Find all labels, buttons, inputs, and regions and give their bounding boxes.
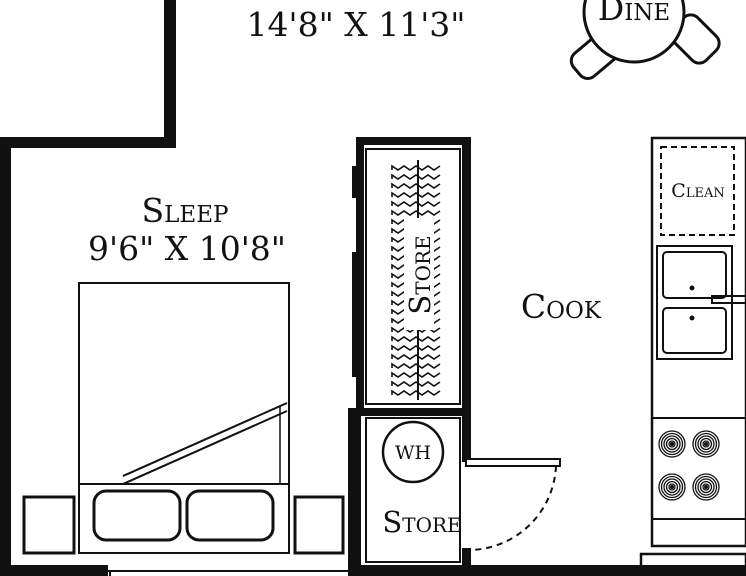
sink-drain-top <box>689 285 695 291</box>
nightstand-left <box>22 495 76 555</box>
burner-ring <box>697 435 715 453</box>
wall-jamb-upper <box>352 166 358 198</box>
closet-label-backdrop <box>404 218 434 330</box>
clean-label: Clean <box>671 180 724 202</box>
burner-ring <box>694 432 718 456</box>
burner-center <box>704 485 708 489</box>
closet-label: Store <box>403 235 437 314</box>
burner-center <box>670 442 674 446</box>
sink-drain-bottom <box>689 315 695 321</box>
wall-living-vertical <box>164 0 176 148</box>
sleep-label: Sleep <box>142 191 229 230</box>
burner-ring <box>702 483 710 491</box>
burner-center <box>670 485 674 489</box>
wall-closet-top <box>356 137 471 145</box>
utility-door-swing <box>470 465 557 551</box>
wall-bedroom-right <box>348 408 361 576</box>
bed <box>78 282 290 554</box>
burner-ring <box>665 437 679 451</box>
utility-inner-outline <box>365 417 461 563</box>
sink-basin-bottom <box>662 307 727 354</box>
burner-ring <box>660 475 684 499</box>
sink-basin-top <box>662 251 727 299</box>
burner-ring <box>697 478 715 496</box>
wall-utility-right <box>462 408 471 462</box>
pillow-left <box>92 489 182 542</box>
burner-ring <box>692 430 720 458</box>
closet: Store <box>365 148 461 405</box>
water-heater <box>381 420 445 484</box>
burner-ring <box>692 473 720 501</box>
sink-faucet <box>711 295 746 304</box>
burner-ring <box>699 480 713 494</box>
wall-bedroom-left <box>0 137 11 576</box>
wall-bedroom-bottom <box>0 565 746 576</box>
wall-living-horizontal <box>0 137 176 148</box>
sleep-dimensions: 9'6" X 10'8" <box>88 229 286 268</box>
water-heater-label: WH <box>395 442 431 464</box>
wall-utility-right-lower <box>462 548 471 576</box>
burner-ring <box>663 435 681 453</box>
pillow-right <box>185 489 275 542</box>
utility-store-label: Store <box>382 505 461 539</box>
dine-label: Dine <box>598 0 670 28</box>
fridge-edge <box>639 552 746 576</box>
dining-table-top <box>582 0 686 64</box>
kitchen-counter: Clean <box>639 136 746 576</box>
wall-jamb-lower <box>352 252 358 377</box>
burner-ring <box>663 478 681 496</box>
dining-table: Dine <box>569 0 721 80</box>
counter-outline <box>650 136 746 548</box>
burner-ring <box>665 480 679 494</box>
bed-blanket-line-2 <box>122 410 288 485</box>
burner-ring <box>668 440 676 448</box>
burner-ring <box>694 475 718 499</box>
wall-closet-left <box>356 137 364 408</box>
nightstand-right <box>293 495 345 555</box>
burner-ring <box>699 437 713 451</box>
utility-door-leaf <box>465 458 561 467</box>
living-dimensions: 14'8" X 11'3" <box>247 5 466 44</box>
burner-ring <box>658 473 686 501</box>
closet-inner-outline <box>365 148 461 405</box>
burner-ring <box>660 432 684 456</box>
utility-closet: WH Store <box>365 417 561 563</box>
bed-blanket-line-1 <box>122 402 288 477</box>
burner-ring <box>702 440 710 448</box>
burner-center <box>704 442 708 446</box>
burner-ring <box>668 483 676 491</box>
cook-label: Cook <box>521 287 602 326</box>
wall-closet-right <box>462 137 471 416</box>
stove-burners <box>658 430 720 501</box>
wall-closet-bottom <box>356 408 471 416</box>
burner-ring <box>658 430 686 458</box>
